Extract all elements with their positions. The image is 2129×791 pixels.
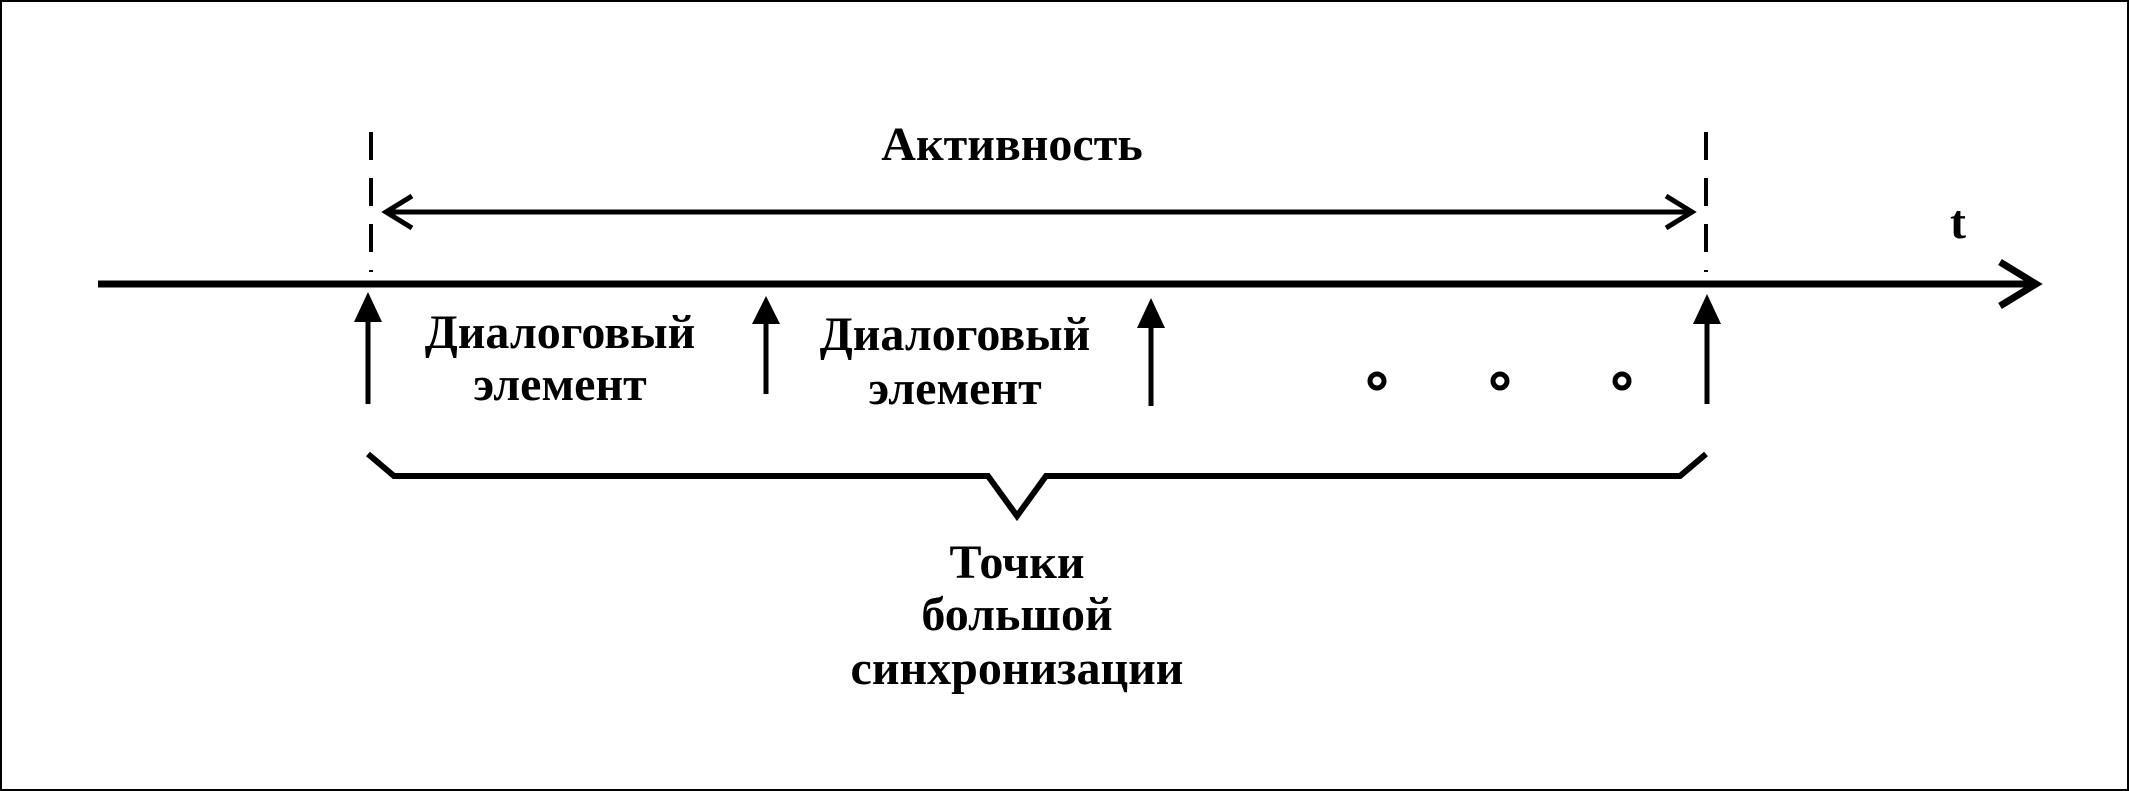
activity-label: Активность <box>881 118 1142 171</box>
dialog-element-label: элемент <box>868 362 1041 415</box>
dialog-element-label: Диалоговый <box>425 306 696 359</box>
time-axis <box>98 259 2043 309</box>
sync-point-arrow <box>1137 298 1165 406</box>
time-axis-label: t <box>1950 196 1966 249</box>
sync-points-label: Точки <box>950 536 1085 589</box>
dialog-element-label: элемент <box>473 358 646 411</box>
sync-point-arrow <box>1693 294 1721 404</box>
sync-point-arrow <box>752 296 780 394</box>
dialog-element-label: Диалоговый <box>820 308 1091 361</box>
activity-span-arrow <box>381 193 1697 231</box>
sync-points-brace <box>366 451 1708 522</box>
sync-points-label: синхронизации <box>851 642 1184 695</box>
sync-points-label: большой <box>921 588 1112 641</box>
sync-point-arrow <box>354 292 382 404</box>
continuation-dots <box>1367 371 1632 391</box>
